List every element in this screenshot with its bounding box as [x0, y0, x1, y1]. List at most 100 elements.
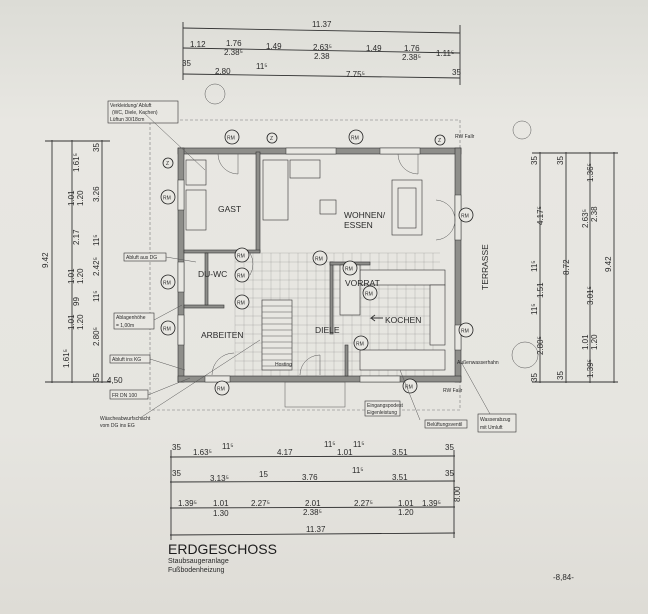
room-arbeiten: ARBEITEN — [201, 330, 244, 340]
room-labels: GAST WOHNEN/ ESSEN TERRASSE DU-WC VORRAT… — [198, 204, 490, 368]
dim-label: 1.30 — [213, 509, 229, 518]
rm-marker — [224, 129, 240, 145]
dim-label: 1.39⁵ — [178, 499, 197, 508]
rm-marker-label: RM — [351, 136, 359, 142]
dim-label: 11⁵ — [92, 290, 101, 302]
rm-marker — [234, 247, 250, 263]
rm-marker-label: RM — [461, 214, 469, 220]
armchair — [319, 199, 337, 215]
annotation-text: Ablagenhöhe — [116, 315, 146, 321]
dim-label: 35 — [556, 371, 565, 380]
room-du-wc: DU-WC — [198, 269, 227, 279]
annotations: Verkleidung/ Abluft (WC, Diele, Kochen) … — [100, 83, 539, 433]
annotation-text: Außenwasserhahn — [457, 360, 499, 366]
dim-label: 1.76 — [404, 44, 420, 53]
annotation-text: RW Fallr — [455, 134, 475, 140]
annotation-text: (WC, Diele, Kochen) — [112, 110, 158, 116]
staircase — [261, 299, 293, 371]
top-dimensions: 11.37 1.12 1.76 2.38⁵ 1.49 2.63⁵ 2.38 1.… — [182, 20, 461, 85]
annotation-text: FR DN 100 — [112, 393, 137, 399]
rm-marker — [214, 380, 230, 396]
marker-z: Z — [166, 161, 169, 167]
annotation-text: Wäscheabwurfschacht — [100, 416, 151, 422]
dim-label: 2.27⁵ — [251, 499, 270, 508]
plan-subtitle: Fußbodenheizung — [168, 567, 225, 574]
dim-label: 35 — [556, 156, 565, 165]
dim-label: 4.17⁵ — [536, 206, 545, 225]
annotation-text: Belüftungsventil — [427, 422, 462, 428]
rm-marker-label: RM — [217, 387, 225, 393]
rm-marker — [234, 294, 250, 310]
dim-label: 4.17 — [277, 448, 293, 457]
room-diele: DIELE — [315, 325, 340, 335]
rm-marker — [234, 267, 250, 283]
dim-label: 1.61⁵ — [72, 153, 81, 172]
dim-label: 1.20 — [76, 190, 85, 206]
dim-label: 1.20 — [76, 314, 85, 330]
dim-label: 11⁵ — [324, 440, 336, 449]
dim-label: 1.01 — [337, 448, 353, 457]
dim-bottom-total: 11.37 — [306, 525, 326, 534]
dim-label: 35 — [530, 156, 539, 165]
dim-top-total: 11.37 — [312, 20, 332, 29]
dim-label: 11⁵ — [92, 234, 101, 246]
room-vorrat: VORRAT — [345, 278, 380, 288]
room-wohnen: WOHNEN/ — [344, 210, 386, 220]
dim-label: 1.36⁵ — [586, 163, 595, 182]
dim-label: 1.01 — [67, 268, 76, 284]
dim-label: 2.27⁵ — [354, 499, 373, 508]
plan-subtitle: Staubsaugeranlage — [168, 558, 229, 565]
dim-label: 1.20 — [76, 268, 85, 284]
dim-label: 2.38⁵ — [303, 508, 322, 517]
dim-label: 1.01 — [67, 190, 76, 206]
dim-label: 3.51 — [392, 473, 408, 482]
rm-marker — [160, 274, 176, 290]
tree-icon — [512, 120, 532, 140]
dim-label: 4,50 — [107, 376, 123, 385]
dim-label: 11⁵ — [222, 442, 234, 451]
room-essen: ESSEN — [344, 220, 373, 230]
rm-marker-label: RM — [237, 274, 245, 280]
rm-marker-label: RM — [163, 281, 171, 287]
rm-marker — [342, 260, 358, 276]
stair-label: Hosting — [275, 362, 292, 368]
dim-label: 1.61⁵ — [62, 349, 71, 368]
dim-label: 35 — [92, 143, 101, 152]
sofa — [289, 159, 321, 179]
dim-label: 3.26 — [92, 186, 101, 202]
annotation-text: Wasserabzug — [480, 417, 511, 423]
rm-marker-label: RM — [461, 329, 469, 335]
annotation-text: Abluft ins KG — [112, 357, 141, 363]
room-kochen: KOCHEN — [385, 315, 421, 325]
dim-label: 2.38 — [314, 52, 330, 61]
rm-marker-label: RM — [163, 196, 171, 202]
rm-marker — [402, 378, 418, 394]
dim-label: 1.39⁵ — [422, 499, 441, 508]
dim-label: 2.80 — [215, 67, 231, 76]
dim-label: 1.20 — [590, 334, 599, 350]
arrow-icon — [369, 314, 383, 322]
dim-label: 1.12 — [190, 40, 206, 49]
dim-label: 35 — [445, 443, 454, 452]
rm-marker-label: RM — [163, 327, 171, 333]
annotation-text: Eigenleistung — [367, 410, 397, 416]
scale-note: -8,84- — [553, 573, 574, 582]
rm-marker — [160, 189, 176, 205]
dim-label: 2.17 — [72, 229, 81, 245]
rm-marker-label: RM — [365, 292, 373, 298]
dim-label: 11⁵ — [530, 303, 539, 315]
dim-label: 35 — [172, 443, 181, 452]
rm-marker-label: RM — [237, 254, 245, 260]
dim-label: 3.51 — [392, 448, 408, 457]
dim-label: 1.01 — [67, 314, 76, 330]
dim-label: 7.75⁵ — [346, 70, 365, 79]
dim-label: 2.01 — [305, 499, 321, 508]
dim-label: 11⁵ — [256, 62, 268, 71]
dim-label: 11⁵ — [353, 440, 365, 449]
dim-label: 3.13⁵ — [210, 474, 229, 483]
dim-label: 35 — [92, 373, 101, 382]
room-terrasse: TERRASSE — [480, 244, 490, 290]
dim-label: 1.49 — [266, 42, 282, 51]
